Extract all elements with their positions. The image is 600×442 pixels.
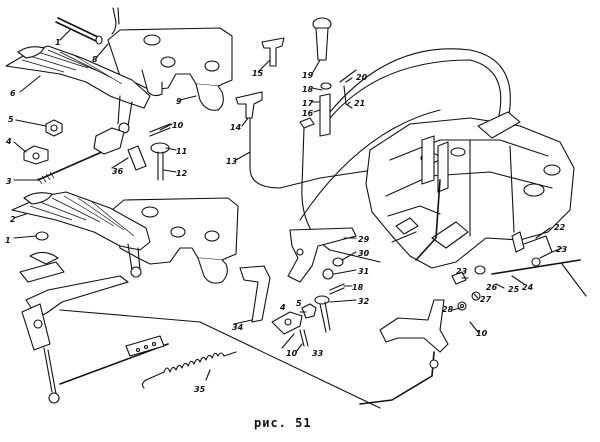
part-pin-36 xyxy=(127,145,147,171)
callout-28: 28 xyxy=(442,305,454,314)
callout-24: 24 xyxy=(522,283,534,292)
part-gearbox xyxy=(365,111,575,269)
callout-35: 35 xyxy=(194,385,206,394)
part-knob-14 xyxy=(235,91,263,149)
part-pedal-6 xyxy=(5,45,151,134)
part-nut-5 xyxy=(45,119,63,137)
callout-8: 8 xyxy=(92,55,98,64)
callout-18: 18 xyxy=(352,283,364,292)
callout-11: 11 xyxy=(176,147,187,156)
part-link-rod xyxy=(59,335,169,385)
figure-caption: рис. 51 xyxy=(254,416,312,430)
part-pin-33 xyxy=(299,329,309,347)
part-rod-1 xyxy=(55,17,103,45)
part-bolt-18 xyxy=(329,283,345,295)
callout-10: 10 xyxy=(286,349,298,358)
callout-22: 22 xyxy=(554,223,566,232)
part-upper-bracket-9 xyxy=(107,27,233,111)
part-sleeve-17 xyxy=(319,82,332,137)
part-wire-20-21 xyxy=(339,69,357,109)
part-yoke-4b xyxy=(271,311,303,335)
part-shift-arm xyxy=(359,299,449,405)
callout-4: 4 xyxy=(5,137,12,146)
leader-lines xyxy=(13,29,563,381)
callout-9: 9 xyxy=(176,97,182,106)
callout-25: 25 xyxy=(508,285,520,294)
part-lever-arm xyxy=(21,275,129,404)
connection-line xyxy=(59,309,381,409)
part-clip-2 xyxy=(19,231,65,283)
callout-1: 1 xyxy=(5,236,11,245)
part-bracket-29 xyxy=(287,227,357,283)
callout-5: 5 xyxy=(8,115,14,124)
part-rod-24-25 xyxy=(491,257,587,297)
part-nut-5b xyxy=(301,303,317,319)
callout-6: 6 xyxy=(10,89,16,98)
part-knob-15 xyxy=(261,37,285,67)
callout-5: 5 xyxy=(296,299,302,308)
part-pushrod-3 xyxy=(37,127,125,185)
callout-3: 3 xyxy=(6,177,12,186)
callout-23: 23 xyxy=(556,245,568,254)
part-cable-16 xyxy=(299,117,381,263)
callout-12: 12 xyxy=(176,169,188,178)
callout-31: 31 xyxy=(358,267,369,276)
part-bracket-22 xyxy=(511,231,553,259)
part-washers-26-28 xyxy=(457,291,481,311)
part-yoke-4 xyxy=(23,145,49,165)
part-long-cable xyxy=(299,48,511,221)
callout-18: 18 xyxy=(302,85,314,94)
callout-34: 34 xyxy=(232,323,244,332)
callout-10: 10 xyxy=(172,121,184,130)
callout-15: 15 xyxy=(252,69,264,78)
part-lower-pedal xyxy=(11,191,151,278)
part-lever-34 xyxy=(239,265,271,323)
callout-10: 10 xyxy=(476,329,488,338)
callout-19: 19 xyxy=(302,71,314,80)
callout-23: 23 xyxy=(456,267,468,276)
callout-20: 20 xyxy=(356,73,368,82)
callout-29: 29 xyxy=(358,235,370,244)
callout-32: 32 xyxy=(358,297,370,306)
callout-16: 16 xyxy=(302,109,314,118)
callout-labels: 1 1 2 3 4 4 5 5 6 8 9 10 10 10 11 12 13 … xyxy=(5,38,568,394)
part-spring-35 xyxy=(141,351,237,389)
part-nuts-30-31 xyxy=(322,257,344,280)
part-bolt-23 xyxy=(451,265,486,285)
callout-1: 1 xyxy=(55,38,61,47)
callout-17: 17 xyxy=(302,99,314,108)
callout-26: 26 xyxy=(486,283,498,292)
callout-30: 30 xyxy=(358,249,370,258)
callout-27: 27 xyxy=(480,295,492,304)
callout-14: 14 xyxy=(230,123,242,132)
callout-13: 13 xyxy=(226,157,238,166)
callout-33: 33 xyxy=(312,349,324,358)
part-bolt-11 xyxy=(150,142,170,181)
part-knob-19 xyxy=(312,17,332,61)
part-cotter-8 xyxy=(111,7,120,35)
part-shift-lever xyxy=(415,179,441,261)
callout-2: 2 xyxy=(10,215,16,224)
part-pin-10 xyxy=(149,123,171,137)
callout-4: 4 xyxy=(279,303,286,312)
part-bolt-32 xyxy=(314,295,331,333)
callout-36: 36 xyxy=(112,167,124,176)
callout-21: 21 xyxy=(354,99,365,108)
